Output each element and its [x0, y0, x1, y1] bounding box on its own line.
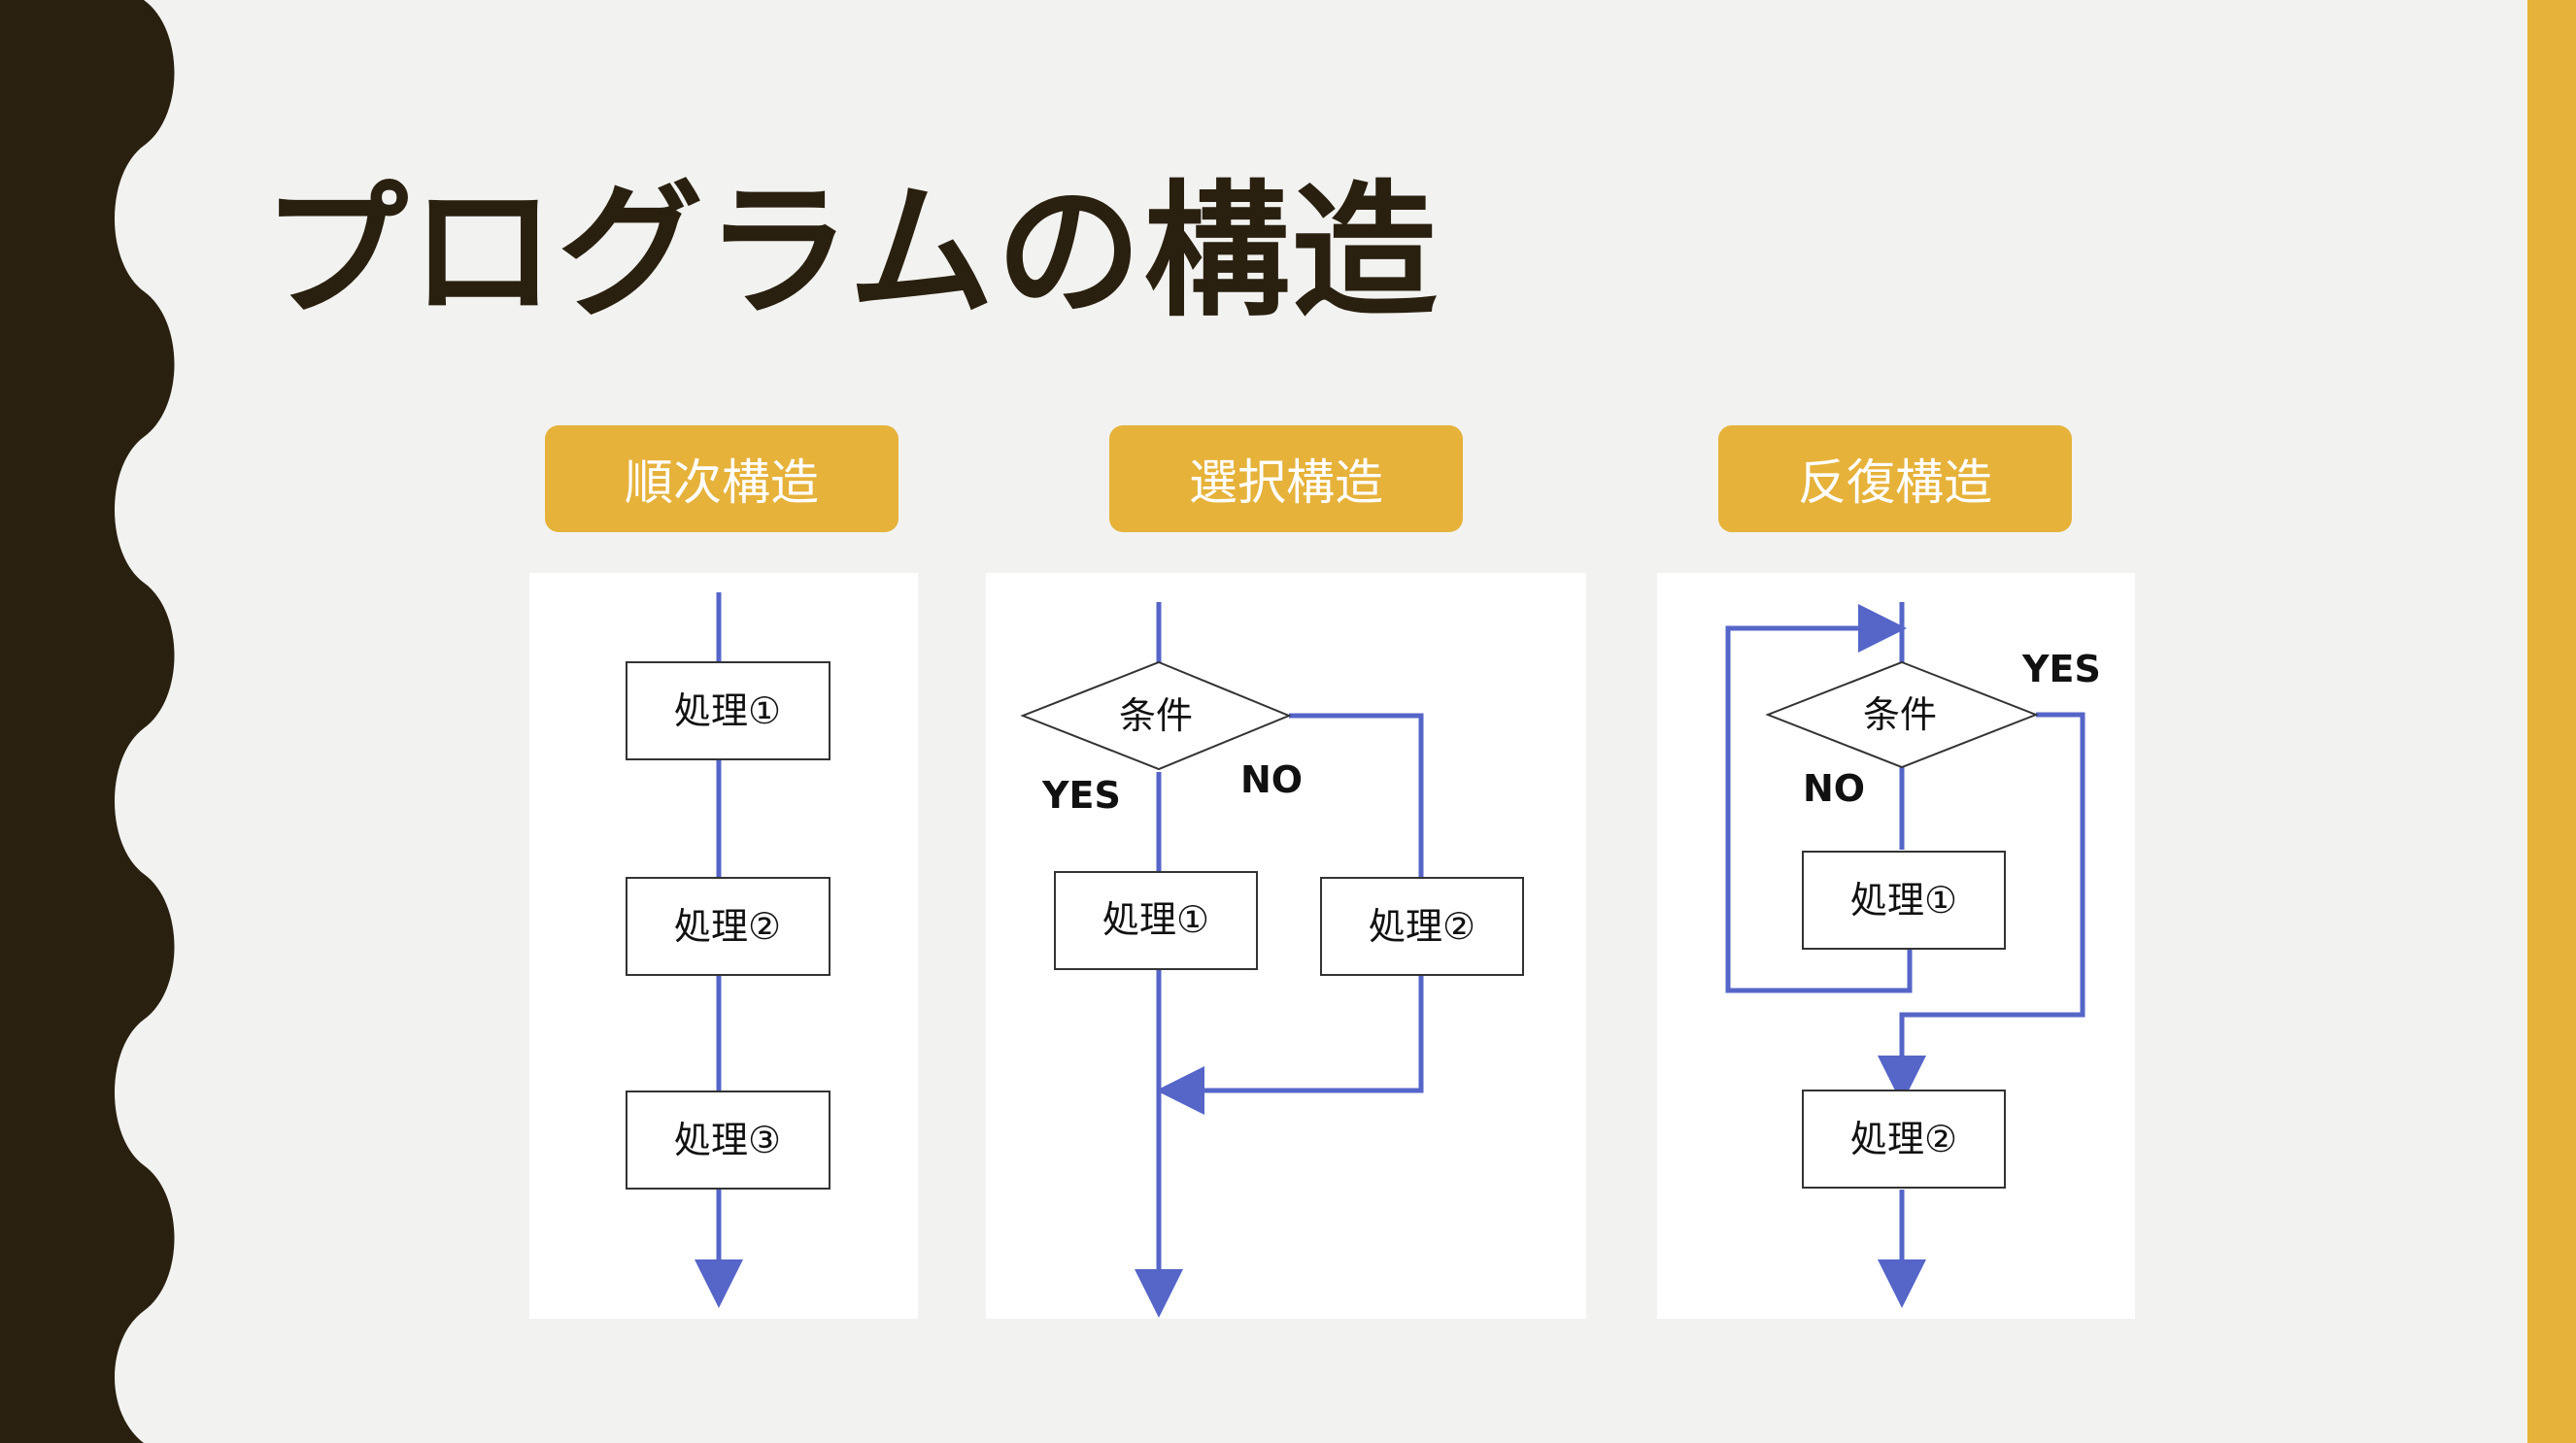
condition-diamond: 条件: [1765, 660, 2039, 769]
process-box: 処理③: [626, 1091, 830, 1190]
process-box: 処理①: [1802, 851, 2006, 950]
process-box: 処理②: [1802, 1090, 2006, 1189]
no-branch-line: [1289, 713, 1424, 879]
condition-diamond: 条件: [1020, 660, 1292, 771]
yes-label: YES: [1041, 774, 1121, 817]
label-selection-structure: 選択構造: [1109, 425, 1463, 532]
iteration-flowchart-panel: 条件 YES NO 処理① 処理②: [1657, 573, 2135, 1319]
process-box-label: 処理②: [674, 905, 781, 948]
page-title: プログラムの構造: [262, 168, 1440, 337]
sequence-flowchart: 処理① 処理② 処理③: [626, 592, 830, 1308]
process-box-label: 処理①: [1850, 879, 1957, 922]
right-accent-band: [2527, 0, 2576, 1443]
sequence-flowchart-panel: 処理① 処理② 処理③: [529, 573, 918, 1319]
process-box: 処理②: [626, 877, 830, 976]
process-box-label: 処理①: [1102, 898, 1209, 941]
selection-flowchart: 条件 YES NO 処理① 処理②: [1020, 602, 1524, 1318]
process-box-label: 処理②: [1369, 905, 1475, 948]
selection-flowchart-panel: 条件 YES NO 処理① 処理②: [986, 573, 1586, 1319]
process-box-label: 処理②: [1850, 1118, 1957, 1160]
yes-branch-line: [1878, 712, 2085, 1104]
label-iteration-structure: 反復構造: [1718, 425, 2072, 532]
label-sequence-structure: 順次構造: [545, 425, 898, 532]
process-box: 処理①: [1054, 871, 1258, 970]
loop-back-line: [1725, 604, 1913, 993]
condition-label: 条件: [1863, 693, 1937, 736]
merge-line: [1156, 976, 1424, 1115]
process-box-label: 処理①: [674, 689, 781, 732]
no-label: NO: [1803, 767, 1865, 810]
process-box-label: 処理③: [674, 1119, 781, 1161]
yes-label: YES: [2021, 648, 2101, 690]
left-wave-band: [0, 0, 175, 1443]
no-label: NO: [1240, 758, 1303, 801]
iteration-flowchart: 条件 YES NO 処理① 処理②: [1725, 602, 2101, 1308]
process-box: 処理②: [1320, 877, 1524, 976]
condition-label: 条件: [1119, 694, 1193, 737]
process-box: 処理①: [626, 661, 830, 760]
